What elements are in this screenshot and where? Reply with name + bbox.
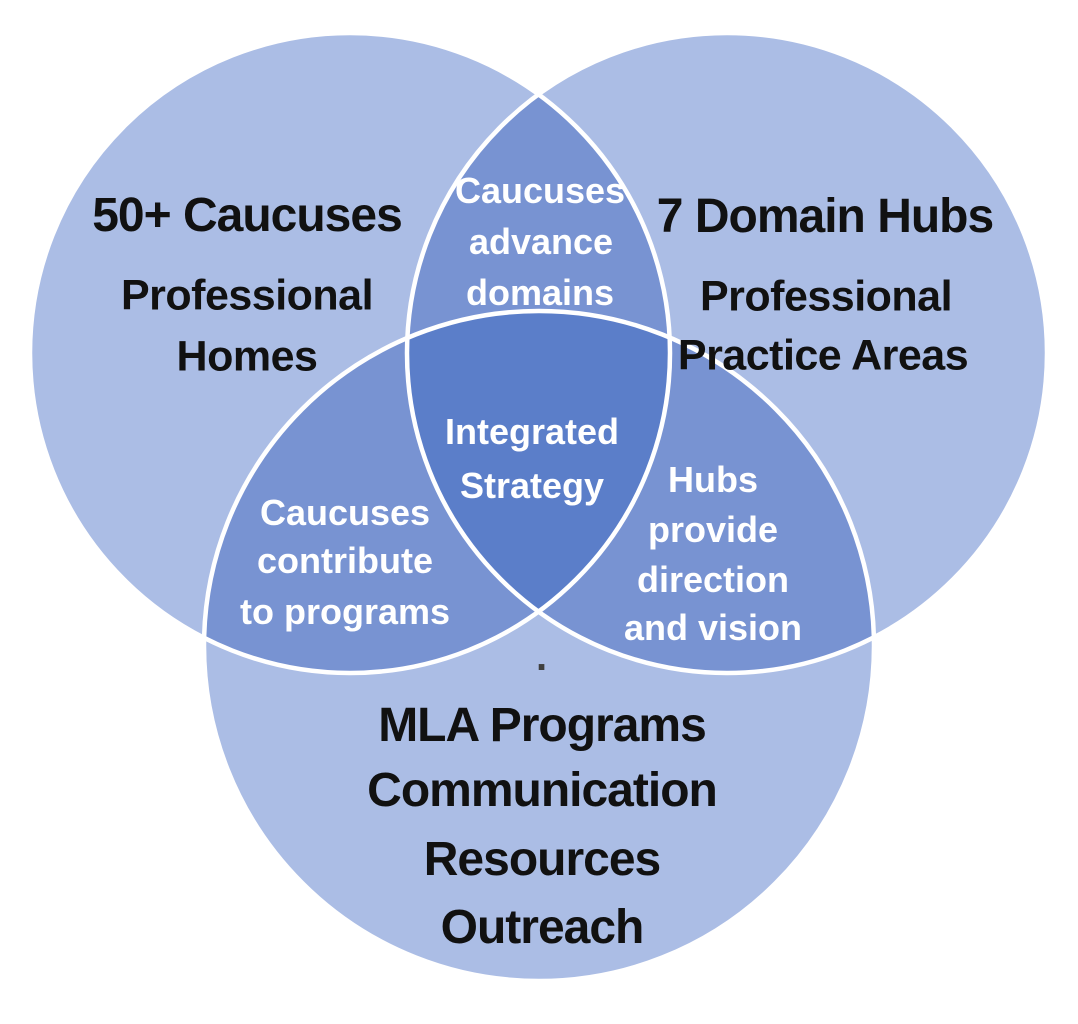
hubs-sub-line1: Professional: [699, 272, 953, 321]
programs-line3: Resources: [423, 833, 661, 886]
overlap-center-line1: Integrated: [444, 411, 620, 452]
programs-line2: Communication: [367, 764, 718, 817]
overlap-hubs-programs-line1: Hubs: [668, 459, 758, 500]
overlap-caucuses-programs-line2: contribute: [257, 540, 433, 581]
overlap-caucuses-programs-line1: Caucuses: [259, 492, 431, 533]
hubs-sub-line2: Practice Areas: [677, 331, 969, 380]
programs-line4: Outreach: [440, 901, 645, 954]
overlap-caucuses-hubs-line3: domains: [465, 272, 615, 313]
programs-circle-outline: [201, 308, 877, 984]
caucuses-sub-line2: Homes: [176, 332, 318, 381]
overlap-center-line2: Strategy: [459, 465, 605, 506]
caucuses-sub-line1: Professional: [120, 271, 374, 320]
overlap-hubs-programs-line4: and vision: [623, 607, 803, 648]
overlap-hubs-programs-line3: direction: [636, 559, 790, 600]
overlap-caucuses-hubs-line2: advance: [468, 221, 614, 262]
stray-period: .: [536, 635, 548, 679]
overlap-hubs-programs-line2: provide: [647, 509, 779, 550]
caucuses-heading: 50+ Caucuses: [92, 189, 403, 242]
caucuses-circle-outline: [27, 30, 673, 676]
hubs-circle-outline: [404, 30, 1050, 676]
overlap-caucuses-hubs-line1: Caucuses: [454, 170, 626, 211]
hubs-heading: 7 Domain Hubs: [656, 190, 994, 243]
overlap-caucuses-programs-line3: to programs: [239, 591, 451, 632]
programs-line1: MLA Programs: [378, 699, 707, 752]
